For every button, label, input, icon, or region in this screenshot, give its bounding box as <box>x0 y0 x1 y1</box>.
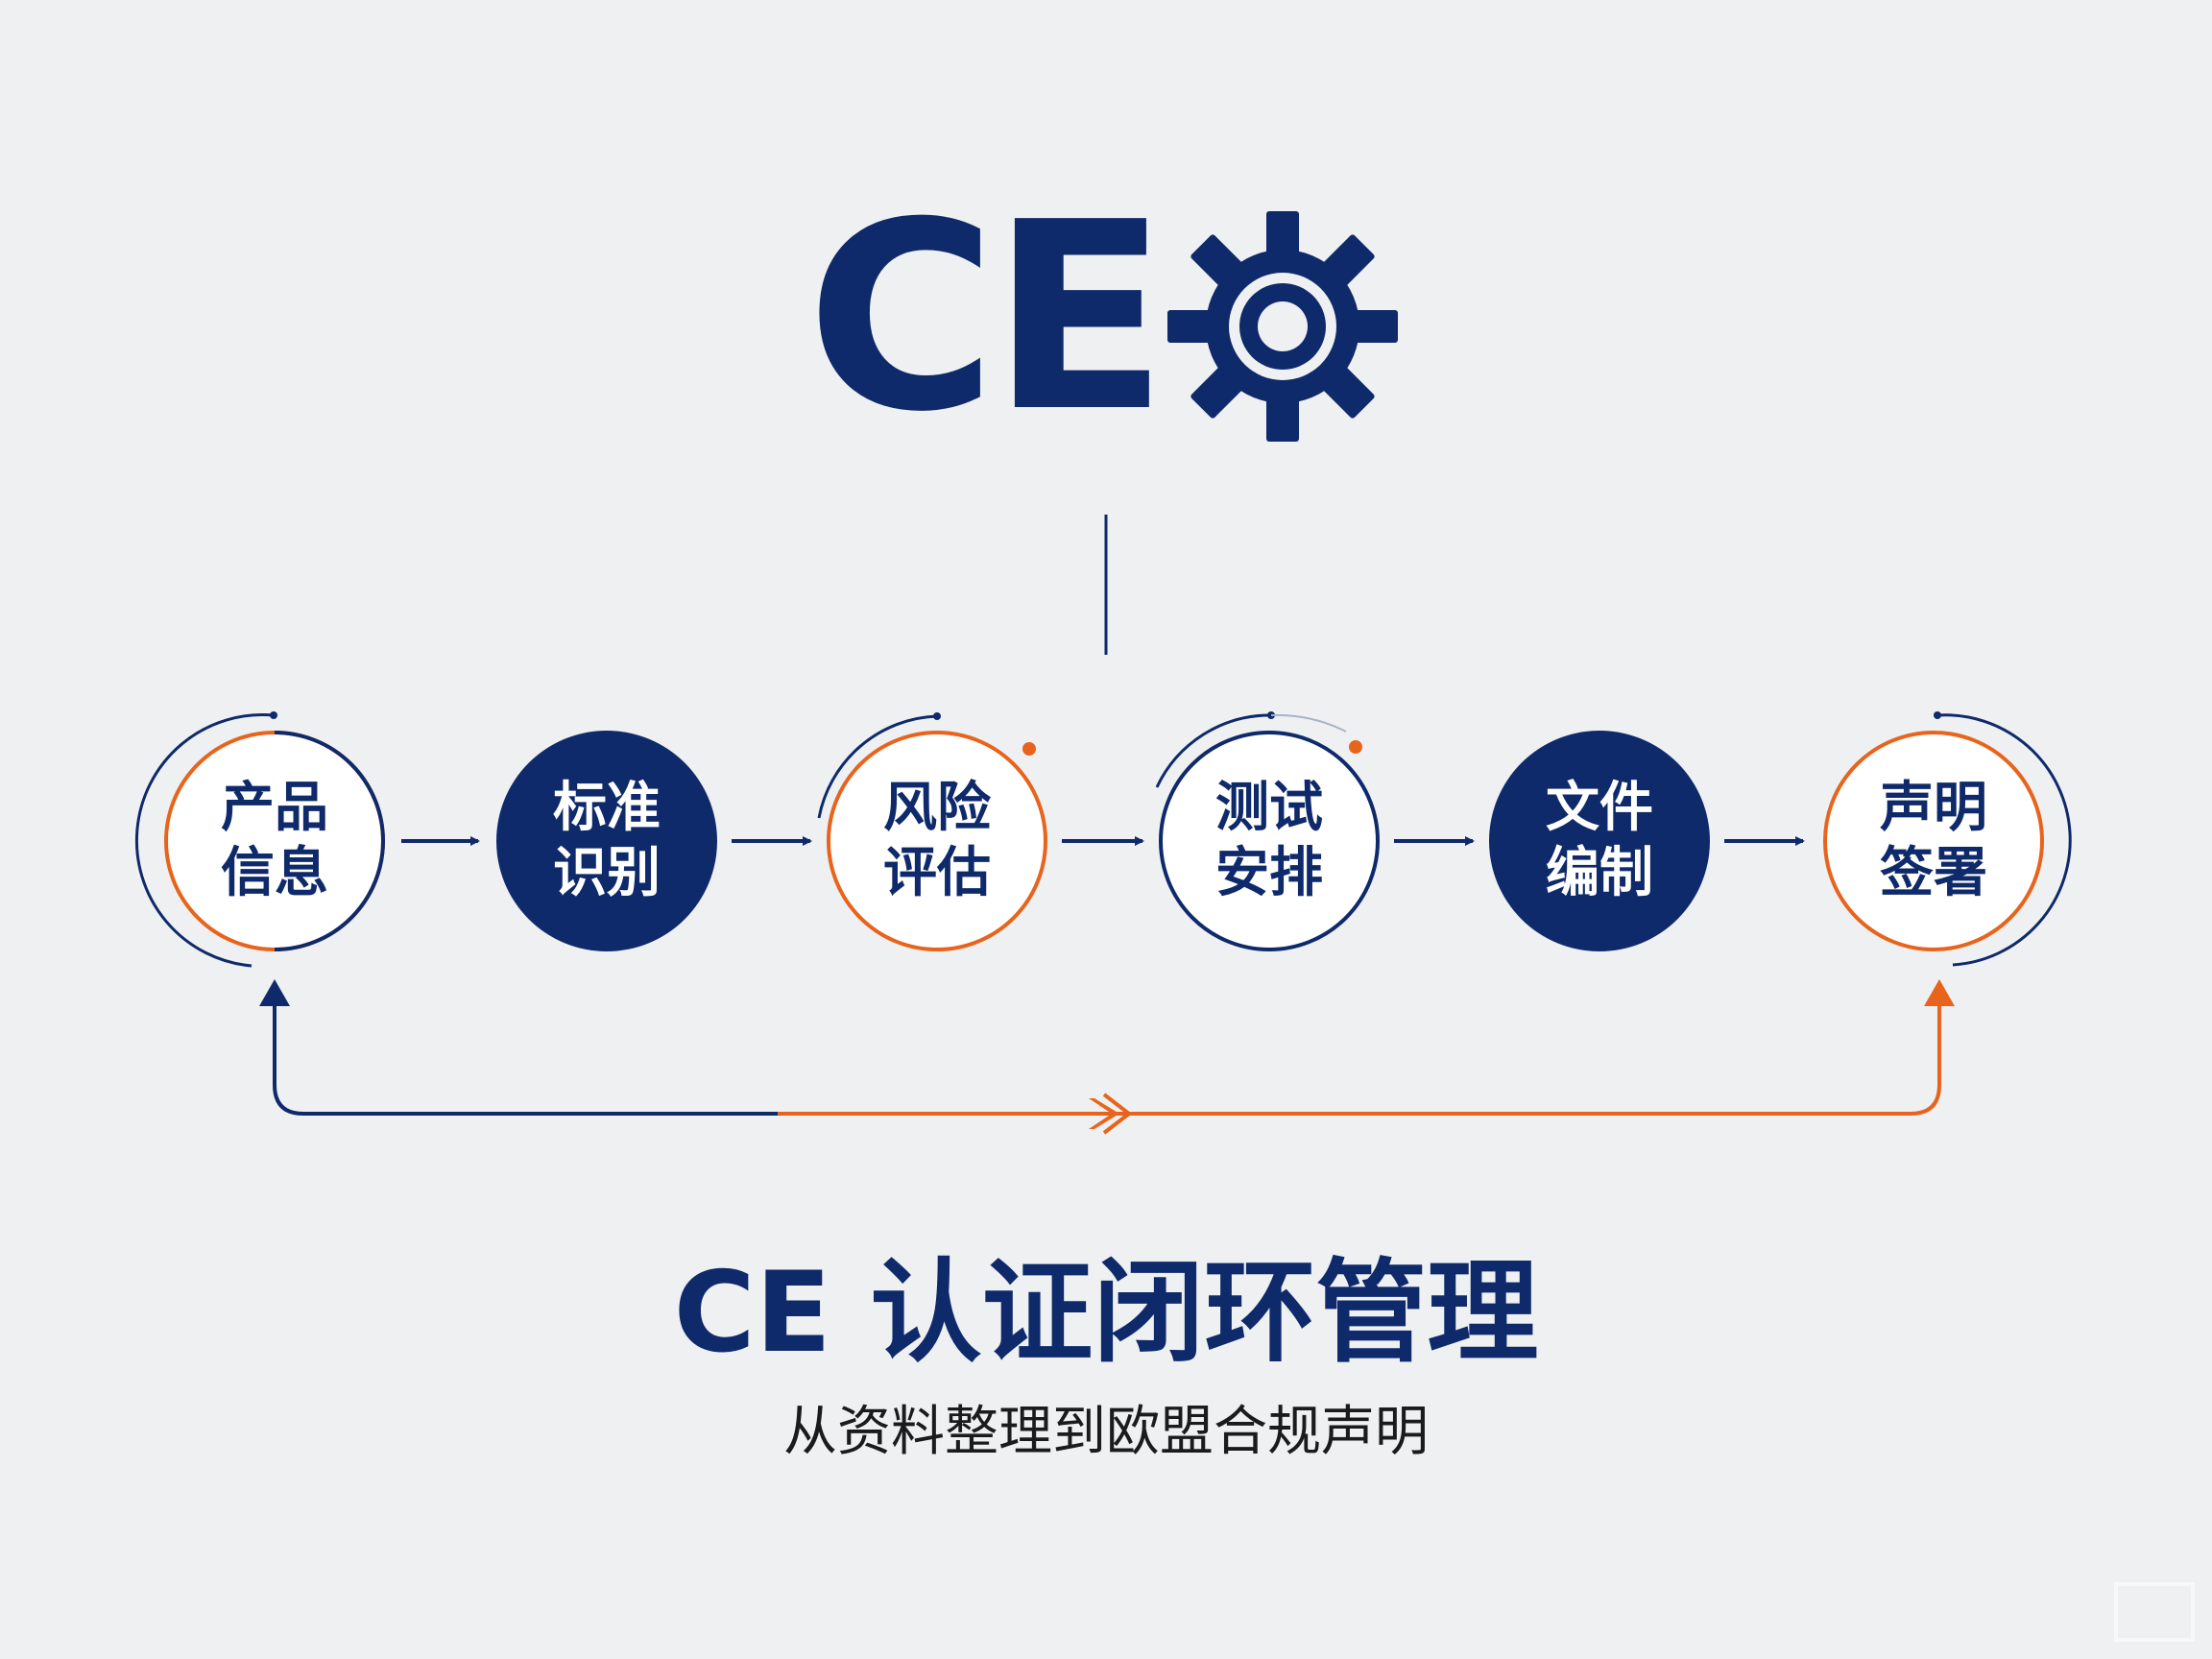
ce-logo-text: CE <box>806 166 1168 469</box>
step-2-line1: 标准 <box>553 777 661 839</box>
step-6-line1: 声明 <box>1880 777 1987 839</box>
step-3-circle <box>817 712 1047 951</box>
step-6-label: 声明 签署 <box>1833 776 2034 906</box>
loop-up-arrow-left <box>259 979 290 1006</box>
step-5-circle <box>1489 731 1710 951</box>
feedback-loop <box>259 979 1955 1135</box>
step-4-line1: 测试 <box>1215 777 1323 839</box>
loop-mid-chevron <box>1089 1098 1119 1129</box>
watermark-logo <box>2114 1582 2195 1642</box>
loop-up-arrow-right <box>1924 979 1955 1006</box>
step-1-line1: 产品 <box>221 777 328 839</box>
step-4-line2: 安排 <box>1215 842 1323 904</box>
step-4-circle <box>1155 711 1380 951</box>
step-2-circle <box>496 731 717 951</box>
diagram-title: CE 认证闭环管理 <box>673 1248 1539 1378</box>
step-3-label: 风险 评估 <box>836 776 1038 906</box>
step-2-label: 标准 识别 <box>506 776 708 906</box>
step-3-line1: 风险 <box>883 777 991 839</box>
step-1-circle <box>135 711 385 968</box>
step-6-circle <box>1823 711 2072 967</box>
step-2-line2: 识别 <box>553 842 661 904</box>
step-1-label: 产品 信息 <box>174 776 375 906</box>
step-4-label: 测试 安排 <box>1168 776 1370 906</box>
step-6-line2: 签署 <box>1880 842 1987 904</box>
diagram-subtitle: 从资料整理到欧盟合规声明 <box>783 1401 1429 1463</box>
step-1-line2: 信息 <box>221 842 328 904</box>
gear-icon <box>1167 211 1398 442</box>
step-3-line2: 评估 <box>883 842 991 904</box>
step-5-line2: 编制 <box>1546 842 1653 904</box>
step-5-line1: 文件 <box>1546 777 1653 839</box>
step-5-label: 文件 编制 <box>1499 776 1700 906</box>
